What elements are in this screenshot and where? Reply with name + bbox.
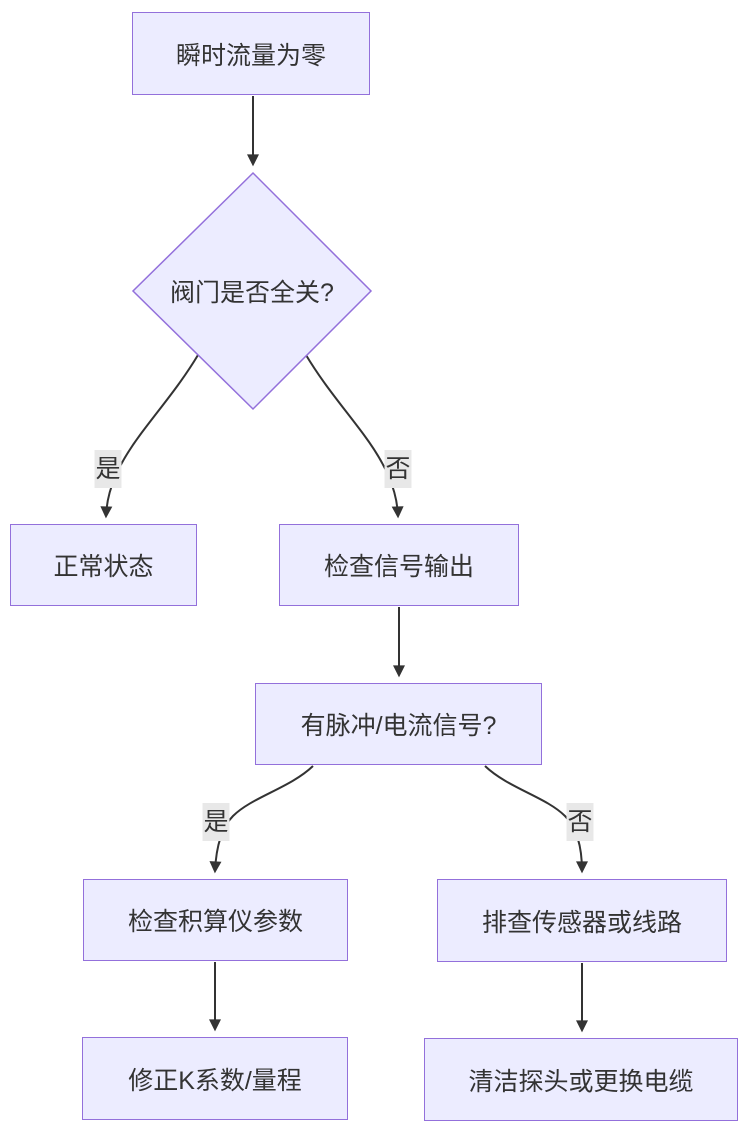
node-check-sensor: 排查传感器或线路 <box>437 879 727 962</box>
edge-valve-to-normal-yes <box>100 354 199 519</box>
edge-label-valve-no: 否 <box>384 450 412 488</box>
node-valve-decision-shape <box>131 171 373 411</box>
node-fix-k-factor: 修正K系数/量程 <box>82 1037 348 1120</box>
node-fix-k-factor-label: 修正K系数/量程 <box>128 1066 302 1095</box>
edge-label-valve-yes: 是 <box>94 450 122 488</box>
edge-signaldecision-to-totalizer-yes <box>209 765 314 874</box>
edge-valve-to-checksignal-no <box>305 354 404 519</box>
node-check-sensor-label: 排查传感器或线路 <box>481 908 682 937</box>
node-clean-probe: 清洁探头或更换电缆 <box>424 1038 738 1121</box>
node-check-signal-label: 检查信号输出 <box>323 553 474 581</box>
edge-label-signal-no: 否 <box>566 803 594 841</box>
node-clean-probe-label: 清洁探头或更换电缆 <box>468 1067 694 1096</box>
node-check-signal: 检查信号输出 <box>279 524 519 606</box>
node-signal-decision-label: 有脉冲/电流信号? <box>300 712 497 740</box>
edge-signaldecision-to-sensor-no <box>484 765 588 874</box>
node-start-label: 瞬时流量为零 <box>175 41 326 70</box>
node-normal: 正常状态 <box>10 524 197 606</box>
node-check-totalizer-label: 检查积算仪参数 <box>127 908 303 936</box>
node-start: 瞬时流量为零 <box>132 12 370 95</box>
node-check-totalizer: 检查积算仪参数 <box>83 879 348 961</box>
node-signal-decision: 有脉冲/电流信号? <box>255 683 542 765</box>
node-normal-label: 正常状态 <box>53 553 154 581</box>
edge-label-signal-yes: 是 <box>202 803 230 841</box>
